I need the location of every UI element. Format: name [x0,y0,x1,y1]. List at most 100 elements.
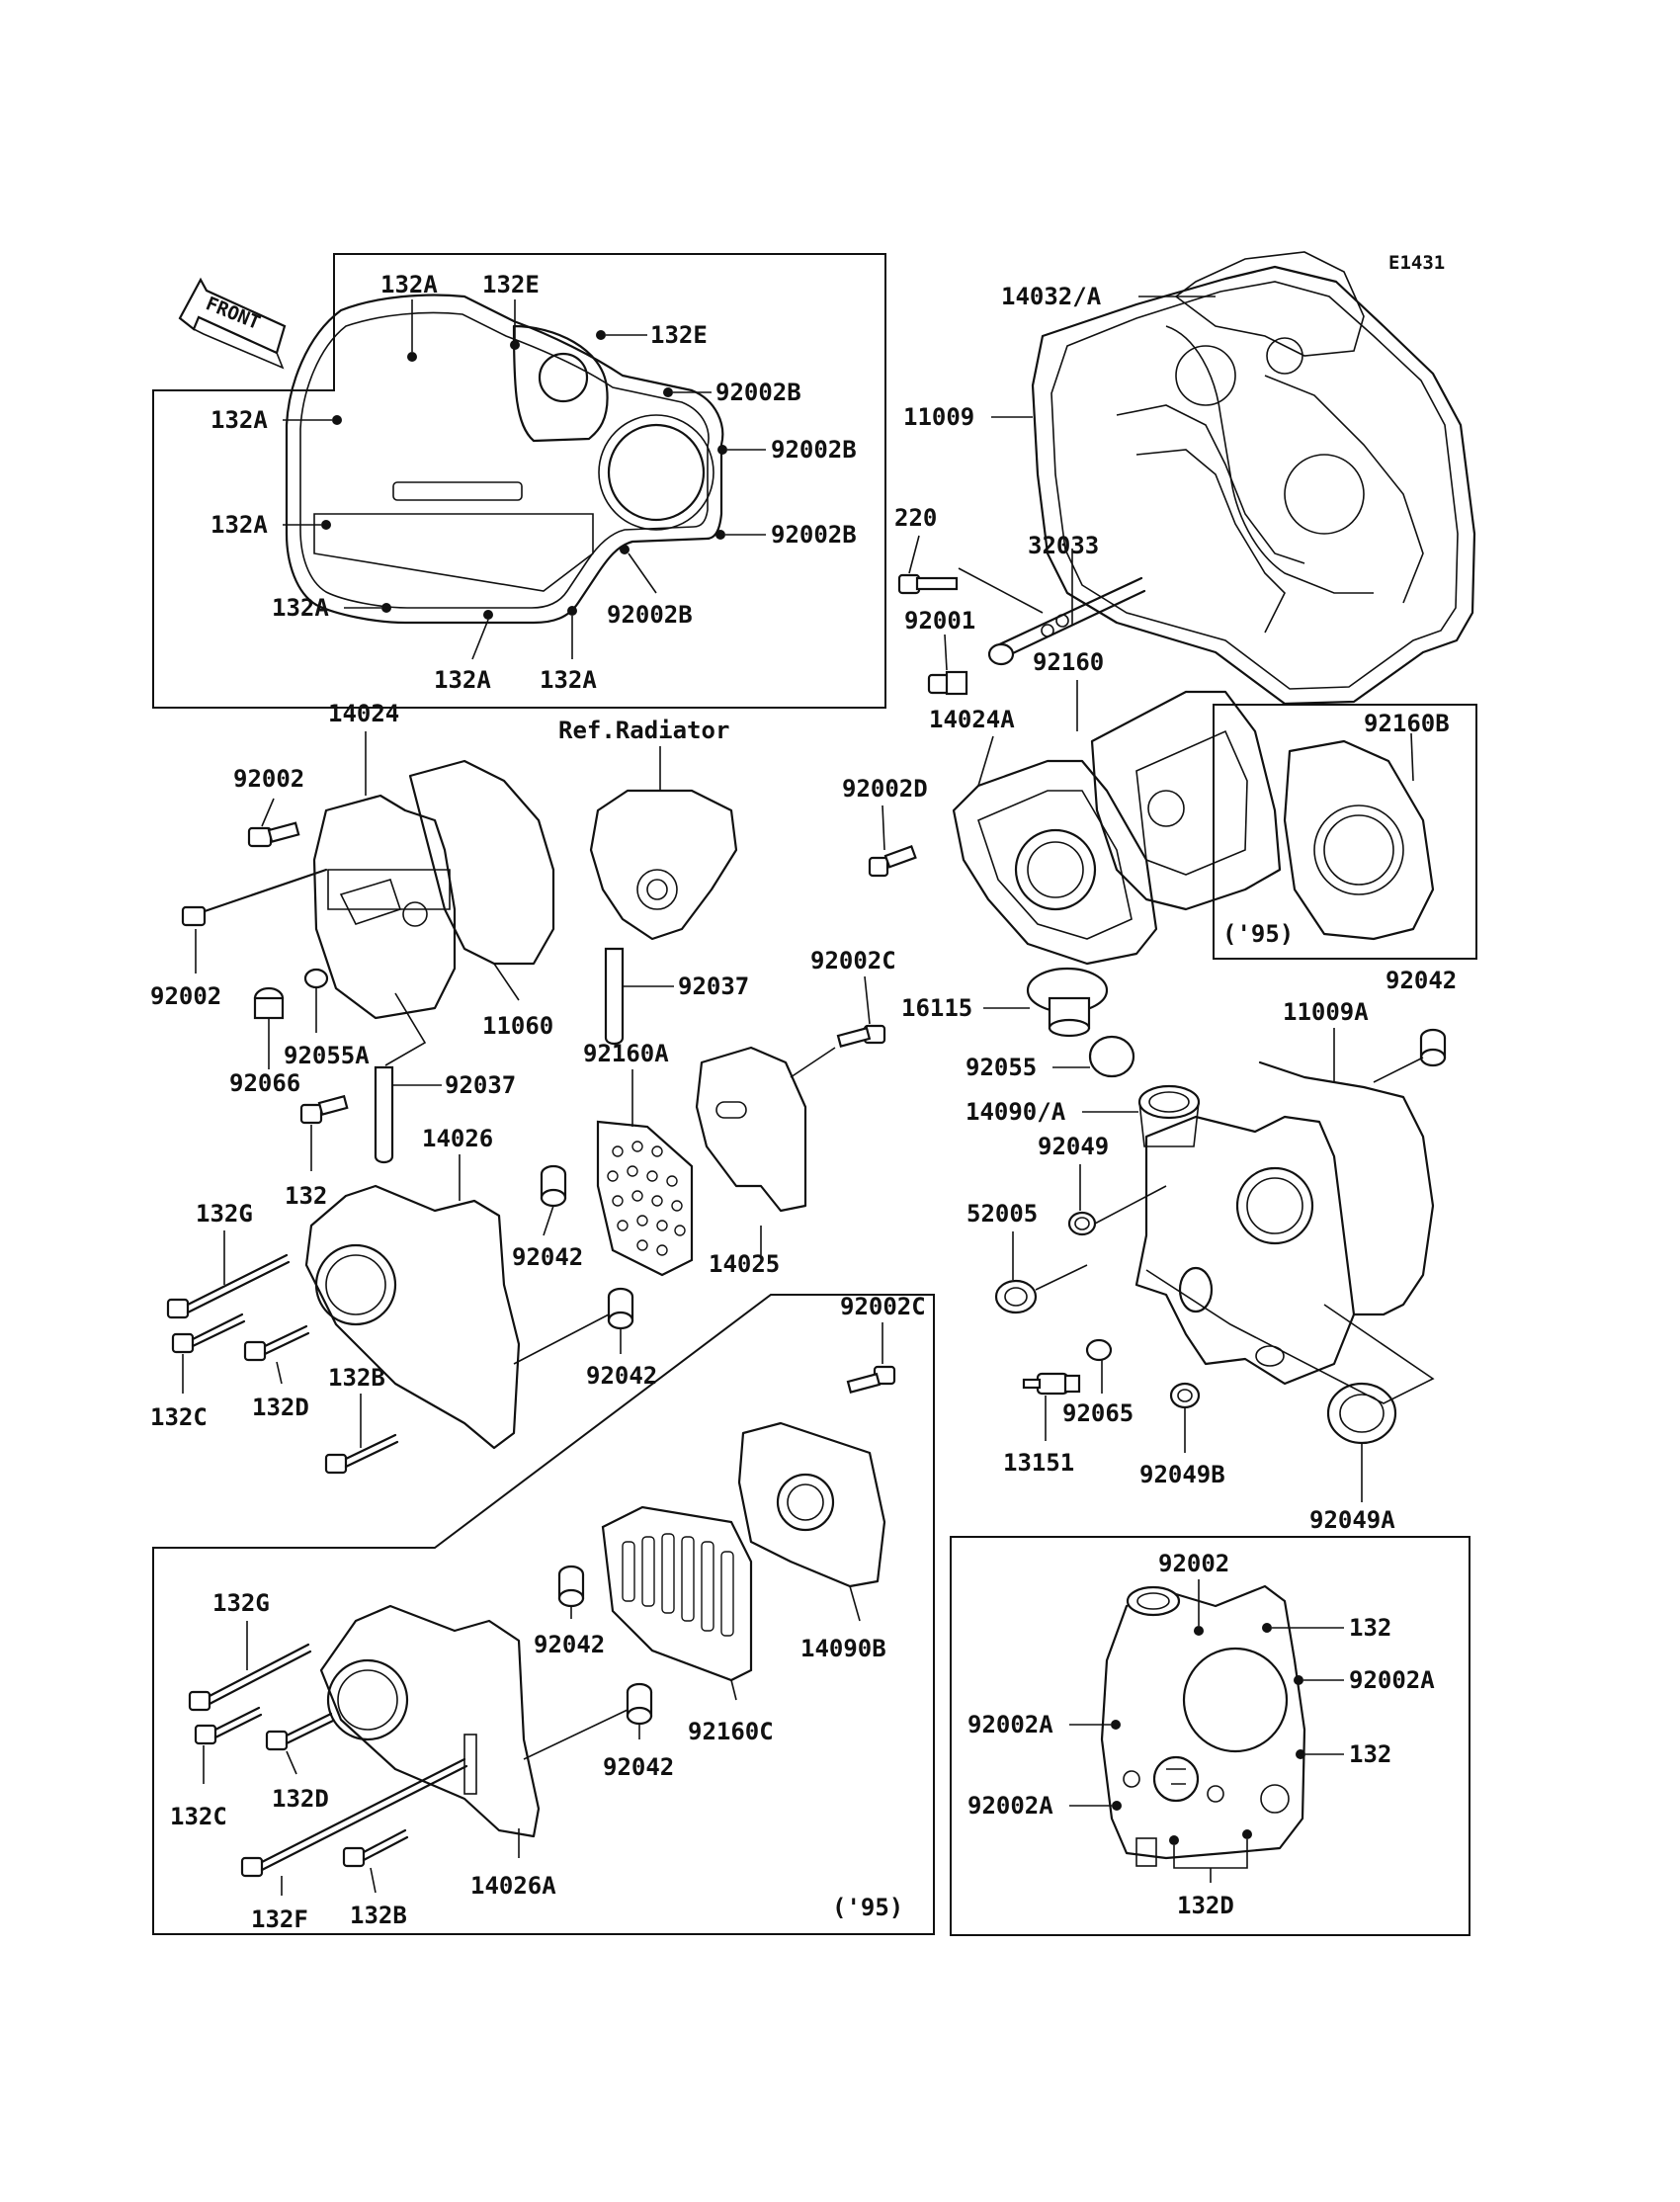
sensor-13151 [1022,1372,1081,1396]
plate-14090b [737,1421,886,1588]
bolt-132g-b [188,1643,312,1712]
label-92160b: 92160B [1364,710,1450,737]
label-92002a-br-3: 92002A [967,1792,1053,1820]
label-92002-br: 92002 [1158,1550,1229,1577]
label-92049: 92049 [1038,1133,1109,1160]
bottom-right-leaders [1069,1579,1344,1883]
bolt-92001 [927,670,968,696]
bolt-132d-b [265,1712,335,1751]
bolt-132c-b [194,1706,263,1745]
bottom-left-box-frame [152,1294,935,1935]
oring-92055a [303,968,329,989]
clutch-cover [285,294,724,625]
label-92001: 92001 [904,607,975,635]
label-14026: 14026 [422,1125,493,1152]
cover-11009a [1134,1115,1356,1386]
label-132a-5: 132A [434,666,491,694]
label-14026a: 14026A [470,1872,556,1900]
ref-radiator: Ref.Radiator [558,717,729,744]
filter-92160a [596,1120,694,1277]
label-132d-b: 132D [272,1785,329,1813]
gasket-11009a [1258,1060,1435,1316]
label-92002a-br-2: 92002A [967,1711,1053,1738]
label-92042-e: 92042 [603,1753,674,1781]
tube-92037b [374,1065,394,1164]
top-left-box-frame [152,253,886,709]
label-132a-6: 132A [540,666,597,694]
label-92002-b: 92002 [150,982,221,1010]
gasket-11060 [408,759,555,966]
top-left-box-labels: 132A 132E 132E 92002B 132A 92002B 132A 9… [210,271,857,694]
washer-92065 [1085,1338,1113,1362]
label-32033: 32033 [1028,532,1099,559]
bolt-92002d [868,845,917,878]
filter-92160c [601,1505,753,1682]
label-14024: 14024 [328,700,399,727]
bolt-132b-b [342,1828,409,1868]
label-92065: 92065 [1062,1399,1134,1427]
cover-14026a [319,1604,541,1838]
label-92160: 92160 [1033,648,1104,676]
seal-52005 [994,1279,1038,1314]
clutch-cover-bolts [321,330,727,620]
label-92002c-1: 92002C [810,947,896,974]
label-92049b: 92049B [1139,1461,1225,1488]
clutch-cover-inner [299,311,710,609]
label-92002-a: 92002 [233,765,304,793]
dowel-92042-e [626,1682,653,1726]
label-92042-b: 92042 [586,1362,657,1390]
bolt-132d [243,1324,310,1362]
diagram-code: E1431 [1388,252,1445,274]
label-11009: 11009 [903,403,974,431]
crankcase-14032 [1050,281,1459,690]
label-11009a: 11009A [1283,998,1369,1026]
pipe-32033 [987,576,1146,666]
dowel-92042-a [540,1164,567,1208]
label-132: 132 [285,1182,327,1210]
label-14024a: 14024A [929,706,1015,733]
label-132a-3: 132A [210,511,268,539]
cover-bottom-right [1100,1584,1306,1860]
bracket-14025 [695,1046,807,1213]
label-132-br-1: 132 [1349,1614,1391,1642]
label-132a-4: 132A [272,594,329,622]
dowel-92042-b [607,1287,634,1330]
label-132g-b: 132G [212,1589,270,1617]
cover-14024 [312,794,457,1020]
label-132c-b: 132C [170,1803,227,1830]
cover-14026 [304,1184,521,1450]
label-16115: 16115 [901,994,972,1022]
bolt-132 [299,1094,349,1125]
label-14090b: 14090B [800,1635,886,1662]
label-132d-br: 132D [1177,1892,1234,1919]
bottom-right-box-frame [950,1536,1470,1936]
label-92049a: 92049A [1309,1506,1395,1534]
bolt-132g [166,1253,291,1319]
dowel-92042-d [557,1565,585,1608]
plug-92066 [253,986,285,1020]
front-arrow-icon: FRONT [178,277,287,370]
bolt-92002c-2 [846,1365,896,1394]
dowel-92042-c [1419,1028,1447,1067]
label-132b: 132B [328,1364,385,1392]
label-132g: 132G [196,1200,253,1228]
label-132c: 132C [150,1403,208,1431]
year-note-2: ('95) [832,1894,903,1921]
label-92042-a: 92042 [512,1243,583,1271]
label-92002b-2: 92002B [771,436,857,464]
label-132a-2: 132A [210,406,268,434]
label-52005: 52005 [966,1200,1038,1228]
label-92002b-4: 92002B [607,601,693,629]
label-92002a-br-1: 92002A [1349,1666,1435,1694]
bolt-220 [897,573,959,595]
bolt-92002a [247,821,300,848]
label-13151: 13151 [1003,1449,1074,1477]
gasket-92160 [1090,690,1282,911]
label-14032a: 14032/A [1001,283,1102,310]
label-132-br-2: 132 [1349,1740,1391,1768]
label-132d: 132D [252,1394,309,1421]
label-132a-1: 132A [380,271,438,298]
year-note-1: ('95) [1222,920,1294,948]
